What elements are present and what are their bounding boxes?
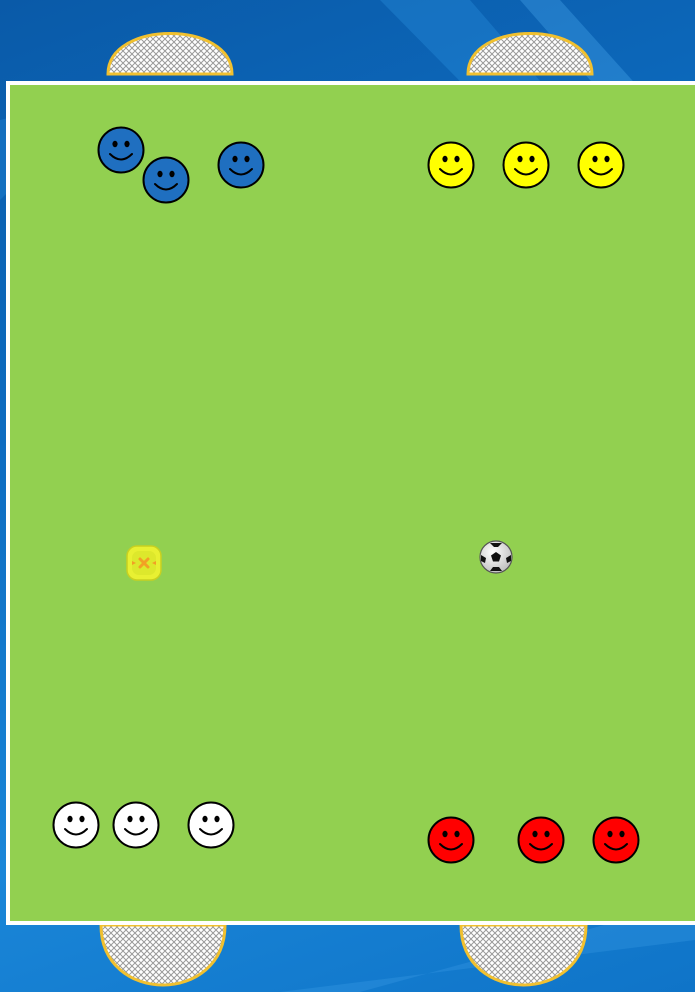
player-red-icon[interactable] xyxy=(429,818,474,863)
player-blue-icon[interactable] xyxy=(219,143,264,188)
player-blue-icon[interactable] xyxy=(99,128,144,173)
player-red-icon[interactable] xyxy=(594,818,639,863)
cone-marker-icon[interactable] xyxy=(127,546,161,580)
player-yellow-icon[interactable] xyxy=(429,143,474,188)
goal-top-left xyxy=(108,34,232,75)
player-white-icon[interactable] xyxy=(189,803,234,848)
goal-bottom-left xyxy=(101,925,225,985)
player-white-icon[interactable] xyxy=(54,803,99,848)
player-red-icon[interactable] xyxy=(519,818,564,863)
goal-bottom-right xyxy=(461,925,586,985)
player-yellow-icon[interactable] xyxy=(579,143,624,188)
player-blue-icon[interactable] xyxy=(144,158,189,203)
pitch xyxy=(8,83,695,923)
goal-top-right xyxy=(468,34,592,75)
player-yellow-icon[interactable] xyxy=(504,143,549,188)
soccer-ball-icon[interactable] xyxy=(480,541,512,573)
player-white-icon[interactable] xyxy=(114,803,159,848)
